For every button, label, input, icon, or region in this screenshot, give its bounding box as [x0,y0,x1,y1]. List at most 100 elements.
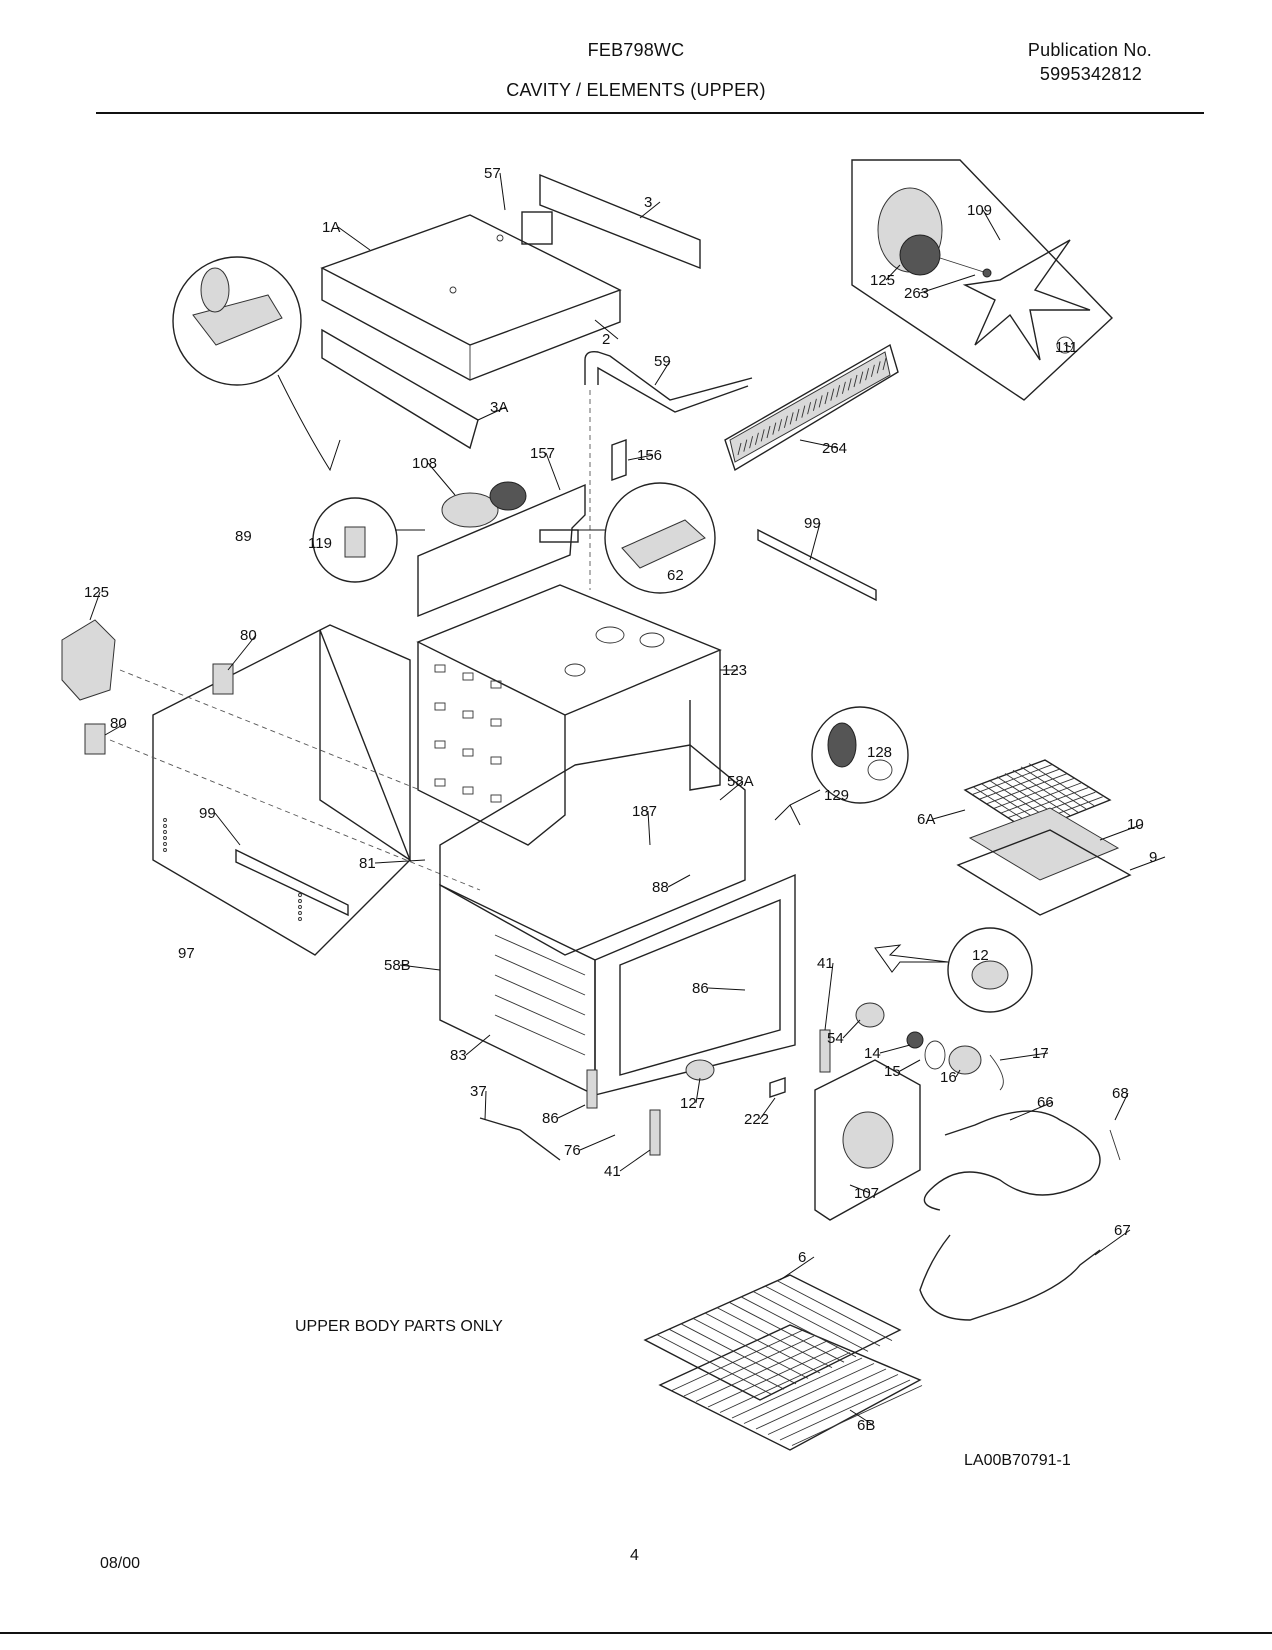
leader-c9 [1129,856,1166,871]
grille-slat [807,402,812,415]
callout-c128: 128 [867,744,892,761]
leader-c187 [647,810,651,846]
rack-bar [671,1330,803,1391]
leader-c86a [707,987,746,991]
liner-rib [494,974,586,1016]
callout-c67: 67 [1114,1222,1131,1239]
broil-element-66 [923,1110,1101,1211]
footer-rule [0,1632,1272,1634]
rack-wire [1008,787,1089,819]
leader-c41a [824,962,834,1031]
callout-c187: 187 [632,803,657,820]
callout-c6: 6 [798,1249,806,1266]
grille-slat [743,439,748,452]
callout-c66: 66 [1037,1094,1054,1111]
rack-wire [1012,769,1079,813]
callout-c129: 129 [824,787,849,804]
panel-hole [163,824,167,828]
side-panel-97 [152,624,412,956]
leader-c2 [594,319,619,340]
leader-c58a [719,780,744,801]
publication-date: 08/00 [100,1555,141,1572]
callout-c157: 157 [530,445,555,462]
grille-slat [766,425,771,439]
bracket-80b [84,723,106,755]
hinge-41b [649,1109,661,1156]
vent-slot [462,786,474,795]
top-panel-group [320,173,701,450]
vent-slot [490,680,502,689]
inset-12 [874,927,1033,1013]
leader-c108 [427,462,456,496]
rack-bar [656,1334,773,1395]
grille-slat [737,442,742,456]
grille-slat [772,422,777,435]
grille-slat [865,368,870,381]
callout-c111: 111 [1055,339,1078,356]
rack-bar [731,1357,863,1419]
callout-c6b: 6B [857,1417,875,1434]
rack-bar [755,1368,887,1430]
grille-slat [789,412,794,425]
liner-rib [494,994,586,1036]
leader-c80b [104,722,127,736]
inset-119 [312,497,425,583]
inset-128-129 [774,706,909,826]
callout-c16: 16 [940,1069,957,1086]
leader-c111 [1064,344,1072,348]
header-rule [96,112,1204,114]
leader-c127 [695,1077,701,1104]
callout-c15: 15 [884,1063,901,1080]
leader-c37 [484,1090,487,1121]
leader-c17 [999,1052,1049,1061]
callout-c127: 127 [680,1095,705,1112]
grille-slat [749,436,754,449]
leader-c80a [227,634,257,671]
leader-c99a [809,522,821,561]
element-panel-157 [417,481,586,618]
vent-tube-59 [584,350,753,401]
rail-99 [757,528,877,602]
rack-bar [776,1280,893,1341]
vent-slot [490,718,502,727]
leader-c3a [477,406,507,421]
bracket-80a [212,663,234,695]
rack-bar [791,1385,923,1446]
leader-c6b [849,1409,874,1426]
leader-c3 [639,201,661,219]
rack-bar [695,1341,827,1402]
rack-bar [764,1285,881,1347]
callout-c123: 123 [722,662,747,679]
rack-bar [743,1363,875,1424]
leader-c1a [337,226,371,251]
panel-hole [163,842,167,846]
leader-c222 [759,1097,776,1120]
leader-c83 [465,1034,491,1056]
panel-hole [298,893,302,897]
grille-slat [841,381,846,394]
vent-slot [462,710,474,719]
callout-c222: 222 [744,1111,769,1128]
callout-c62: 62 [667,567,684,584]
callout-c14: 14 [864,1045,881,1062]
grille-slat [812,398,817,411]
callout-c125t: 125 [870,272,895,289]
callout-c58a: 58A [727,773,754,790]
leader-c14 [879,1044,911,1054]
light-assembly [855,1002,1004,1091]
rack-bar [692,1318,809,1379]
vent-slot [434,740,446,749]
leader-c54 [842,1019,861,1039]
callout-c80b: 80 [110,715,127,732]
bracket-156 [611,439,627,481]
leader-c125l [89,591,101,621]
leader-c59 [654,360,671,386]
callout-c59: 59 [654,353,671,370]
fan-cover-107 [814,1059,921,1221]
grille-slat [818,395,823,408]
grille-264 [724,343,899,472]
leader-c76 [579,1134,616,1151]
vent-slot [462,748,474,757]
